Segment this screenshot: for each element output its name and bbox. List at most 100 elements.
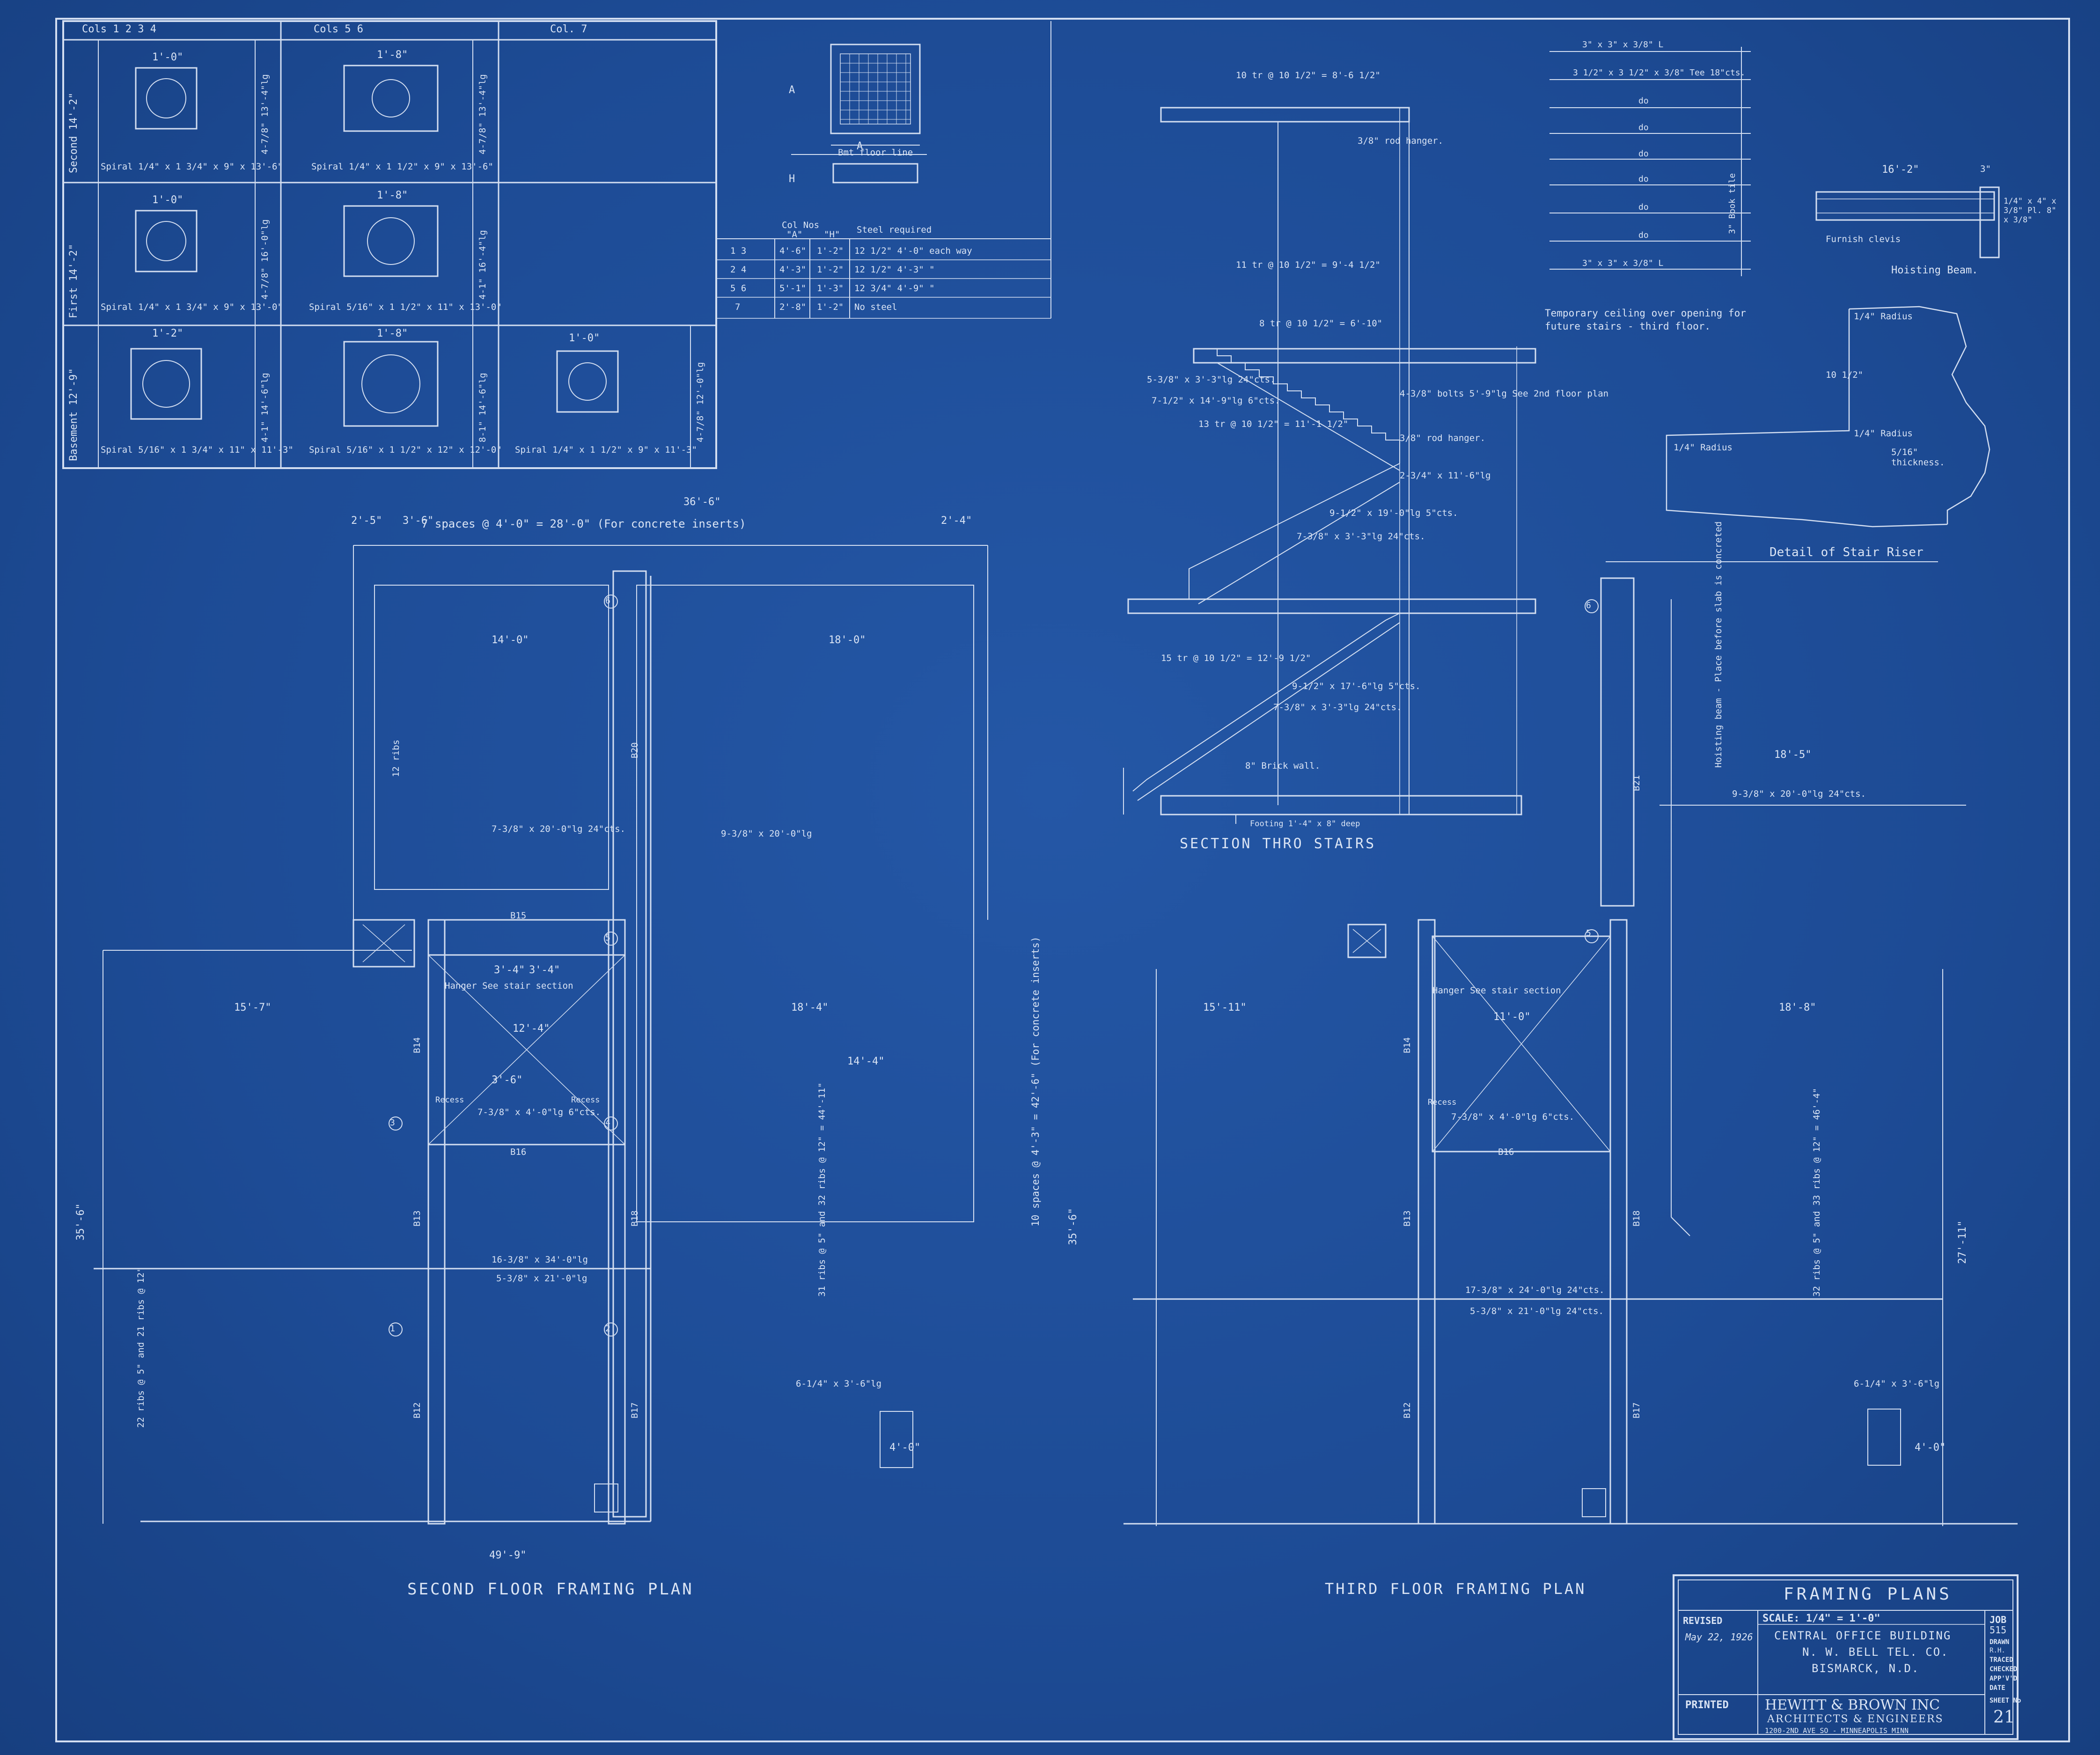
sf-b18: B18 — [630, 1210, 640, 1226]
sf-dim-12: 4'-0" — [889, 1442, 921, 1454]
tf-b18: B18 — [1631, 1210, 1642, 1226]
sf-col-3: 3 — [390, 1118, 395, 1128]
tb-drawn: R.H. — [1990, 1647, 2005, 1654]
sf-dim-9: 3'-6" — [492, 1074, 523, 1086]
sf-dim-2: 2'-4" — [941, 515, 972, 527]
c1-second-bars: 4-7/8" 13'-4"lg — [260, 74, 270, 154]
stair-note-4: 5-3/8" x 3'-3"lg 24"cts. — [1147, 374, 1276, 385]
furnish-clevis: Furnish clevis — [1826, 234, 1901, 244]
tb-firm-sub: ARCHITECTS & ENGINEERS — [1767, 1713, 1944, 1725]
hoisting-beam-title: Hoisting Beam. — [1891, 264, 1978, 276]
column-section-c7-basement — [556, 350, 619, 413]
sf-dim-3: 14'-0" — [492, 634, 529, 646]
sf-overall-width: 36'-6" — [683, 496, 721, 508]
sf-note-3: 9-3/8" x 20'-0"lg — [721, 829, 812, 839]
tb-firm-addr: 1200-2ND AVE SO - MINNEAPOLIS MINN — [1765, 1726, 1909, 1735]
stair-note-6: 13 tr @ 10 1/2" = 11'-1 1/2" — [1198, 419, 1349, 429]
tf-dim-2: 18'-5" — [1774, 749, 1812, 761]
footing-detail — [791, 44, 927, 184]
riser-radius-2: 1/4" Radius — [1854, 428, 1913, 439]
c1-first-size: 1'-0" — [152, 194, 184, 206]
sf-b20: B20 — [630, 742, 640, 758]
tf-col-5: 5 — [1586, 928, 1591, 938]
stair-note-12: 15 tr @ 10 1/2" = 12'-9 1/2" — [1161, 653, 1311, 663]
sf-b16: B16 — [510, 1147, 527, 1157]
stair-note-9: 2-3/4" x 11'-6"lg — [1400, 470, 1491, 481]
hoisting-beam-detail — [1815, 186, 2000, 258]
ft-r1-h: 1'-2" — [817, 246, 844, 256]
ft-r2-a: 4'-3" — [779, 264, 807, 275]
ft-header-h: "H" — [824, 229, 840, 240]
tb-approved-label: APP'V'D — [1990, 1675, 2018, 1682]
tb-revised-date: May 22, 1926 — [1685, 1631, 1753, 1643]
ft-header-a: "A" — [786, 229, 803, 240]
stair-note-8: 3/8" rod hanger. — [1400, 433, 1486, 443]
tf-b17: B17 — [1631, 1402, 1642, 1418]
footing-table — [716, 21, 1051, 319]
title-block — [1673, 1574, 2019, 1740]
sf-b14: B14 — [412, 1037, 422, 1053]
ft-r2-col: 2 4 — [730, 264, 747, 275]
stair-note-14: 7-3/8" x 3'-3"lg 24"cts. — [1273, 702, 1402, 712]
tf-note-1: 7-3/8" x 4'-0"lg 6"cts. — [1451, 1112, 1575, 1122]
c1-second-size: 1'-0" — [152, 51, 184, 63]
ft-header-steel: Steel required — [857, 225, 932, 235]
c5-second-bars: 4-7/8" 13'-4"lg — [477, 74, 488, 154]
tf-dim-4: 35'-6" — [1067, 1208, 1079, 1245]
sf-b13: B13 — [412, 1210, 422, 1226]
tb-date-label: DATE — [1990, 1684, 2005, 1692]
sf-dim-8: 12'-4" — [513, 1023, 550, 1035]
ft-r3-a: 5'-1" — [779, 283, 807, 294]
tf-note-3: 17-3/8" x 24'-0"lg 24"cts. — [1465, 1285, 1605, 1295]
column-schedule — [62, 20, 717, 469]
tf-note-4: 5-3/8" x 21'-0"lg 24"cts. — [1470, 1306, 1604, 1316]
tf-b16: B16 — [1498, 1147, 1514, 1157]
column-section-c1-first — [135, 210, 198, 272]
stair-note-16: Footing 1'-4" x 8" deep — [1250, 819, 1360, 829]
hoisting-plate: 1/4" x 4" x 3/8" Pl. 8" x 3/8" — [2004, 197, 2056, 225]
sheet-border — [55, 18, 2070, 1742]
third-floor-plan — [1123, 577, 2018, 1526]
tb-drawn-label: DRAWN — [1990, 1638, 2010, 1646]
c1-basement-bars: 4-1" 14'-6"lg — [260, 373, 270, 442]
riser-radius-3: 1/4" Radius — [1674, 442, 1733, 453]
col-header-1234: Cols 1 2 3 4 — [82, 23, 156, 35]
stair-note-3: 8 tr @ 10 1/2" = 6'-10" — [1259, 318, 1383, 329]
tf-b14: B14 — [1402, 1037, 1412, 1053]
tee-row-8: 3" x 3" x 3/8" L — [1582, 258, 1664, 268]
c1-second-spiral: Spiral 1/4" x 1 3/4" x 9" x 13'-6" — [101, 162, 283, 172]
sf-col-4: 4 — [605, 1118, 610, 1128]
sf-recess-2: Recess — [571, 1095, 600, 1105]
sf-hanger-note: Hanger See stair section — [445, 981, 573, 991]
ft-r4-col: 7 — [735, 302, 741, 312]
c5-first-spiral: Spiral 5/16" x 1 1/2" x 11" x 13'-0" — [309, 302, 502, 312]
tf-b12: B12 — [1402, 1402, 1412, 1418]
c7-basement-size: 1'-0" — [569, 332, 600, 344]
stair-note-10: 9-1/2" x 19'-0"lg 5"cts. — [1329, 508, 1458, 518]
tb-project-3: BISMARCK, N.D. — [1812, 1662, 1920, 1675]
tb-job: 515 — [1990, 1624, 2007, 1636]
ft-r1-steel: 12 1/2" 4'-0" each way — [854, 246, 972, 256]
tee-side-label: 3" Book tile — [1727, 173, 1737, 234]
column-section-c1-basement — [130, 348, 202, 420]
stair-note-15: 8" Brick wall. — [1245, 761, 1321, 771]
sf-dim-5: 15'-7" — [234, 1002, 272, 1013]
sf-bottom-dim: 49'-9" — [489, 1549, 527, 1561]
sf-dim-10: 3'-4" — [494, 964, 525, 976]
sf-dim-6: 18'-4" — [791, 1002, 829, 1013]
tf-note-7: 6-1/4" x 3'-6"lg — [1854, 1379, 1940, 1389]
footing-dim-a-side: A — [789, 84, 795, 96]
stair-note-13: 9-1/2" x 17'-6"lg 5"cts. — [1292, 681, 1421, 691]
third-floor-title: THIRD FLOOR FRAMING PLAN — [1325, 1580, 1586, 1598]
sf-note-10: 6-1/4" x 3'-6"lg — [796, 1379, 882, 1389]
riser-radius-1: 1/4" Radius — [1854, 311, 1913, 322]
sf-col-6: 6 — [605, 596, 610, 606]
sf-recess-1: Recess — [435, 1095, 464, 1105]
sf-b12: B12 — [412, 1402, 422, 1418]
floor-second: Second 14'-2" — [68, 92, 80, 173]
tb-printed-label: PRINTED — [1685, 1699, 1729, 1711]
second-floor-plan — [94, 545, 988, 1525]
tf-col-6: 6 — [1586, 601, 1591, 610]
c5-second-spiral: Spiral 1/4" x 1 1/2" x 9" x 13'-6" — [311, 162, 493, 172]
second-floor-title: SECOND FLOOR FRAMING PLAN — [407, 1580, 694, 1599]
